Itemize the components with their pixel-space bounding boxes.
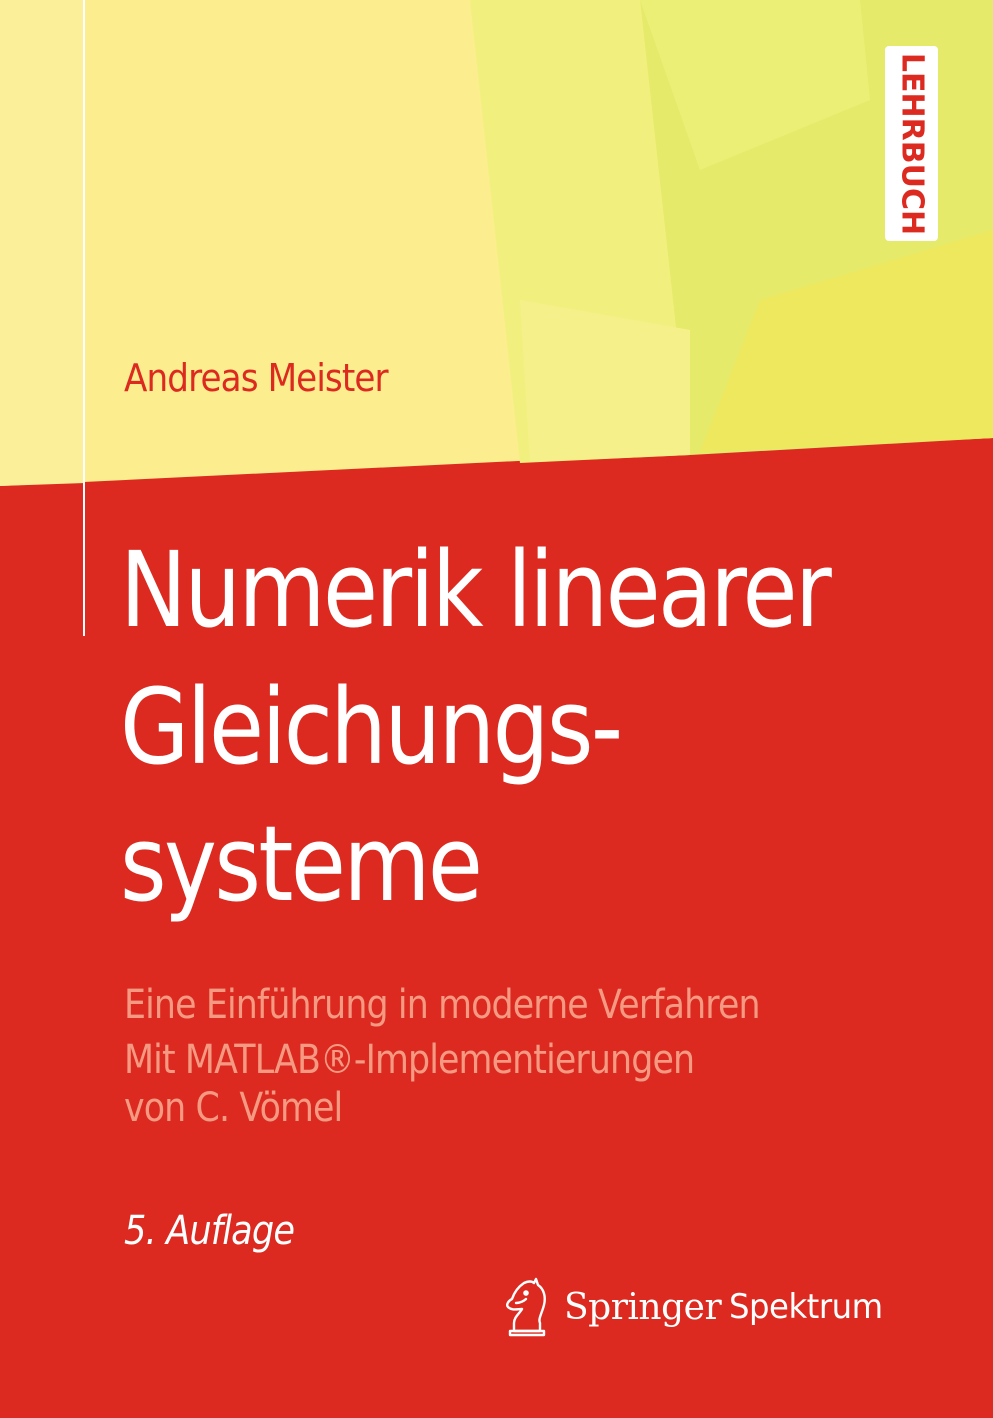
subtitle-line-3: von C. Vömel [124,1085,343,1131]
publisher-name: Springer [564,1286,722,1328]
publisher-logo: Springer Spektrum [500,1272,891,1342]
title-line-3: systeme [120,803,483,925]
chess-knight-icon [506,1277,546,1337]
author-name: Andreas Meister [124,356,389,400]
subtitle-line-1: Eine Einführung in moderne Verfahren [124,982,761,1028]
badge-label: LEHRBUCH [894,52,929,235]
yellow-left-strip [0,0,85,486]
subtitle-line-2: Mit MATLAB®-Implementierungen [124,1037,695,1083]
vertical-rule [83,0,85,636]
book-subtitle: Eine Einführung in moderne Verfahren Mit… [124,978,761,1132]
lime-panel-4 [520,300,690,462]
title-line-1: Numerik linearer [120,529,832,651]
edition-label: 5. Auflage [124,1208,295,1254]
lime-panel-3 [640,0,870,170]
publisher-imprint: Spektrum [729,1287,883,1327]
title-line-2: Gleichungs- [120,666,623,788]
book-title: Numerik linearer Gleichungs- systeme [120,522,832,933]
lime-panel-5 [700,230,993,452]
lehrbuch-badge: LEHRBUCH [885,46,938,241]
